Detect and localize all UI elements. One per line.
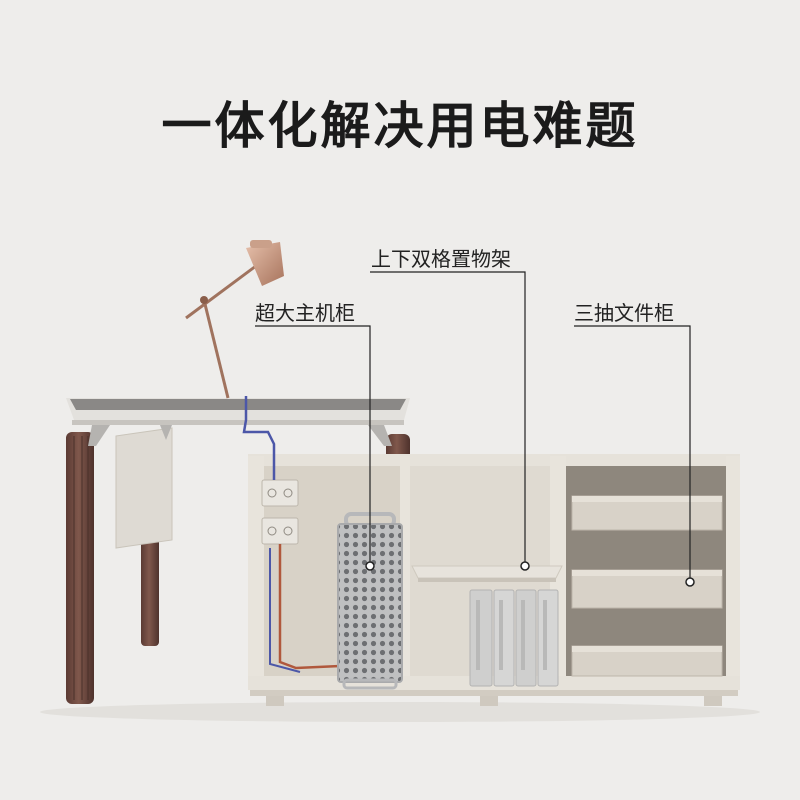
desk-top <box>66 398 410 446</box>
drawer-bottom <box>571 645 723 677</box>
headline: 一体化解决用电难题 <box>161 97 639 155</box>
power-socket-lower <box>261 517 299 545</box>
cable-blue <box>242 396 276 480</box>
power-socket-upper <box>261 479 299 507</box>
file-binders <box>469 589 559 687</box>
callout-line-host <box>255 325 371 564</box>
floor-shadow <box>40 702 760 722</box>
callout-dot-host <box>365 561 375 571</box>
modesty-panel <box>115 427 173 549</box>
callout-line-drawers <box>574 325 691 580</box>
callout-dot-shelf <box>520 561 530 571</box>
callout-lines <box>255 271 691 580</box>
power-cable <box>278 544 341 670</box>
shelf-board <box>411 565 563 582</box>
callout-host-cabinet-label: 超大主机柜 <box>255 301 355 325</box>
callout-shelf-label: 上下双格置物架 <box>371 247 511 271</box>
callout-line-shelf <box>370 271 526 564</box>
callout-drawers-label: 三抽文件柜 <box>574 301 674 325</box>
desk-leg-back <box>141 530 159 646</box>
drawer-top <box>571 495 723 531</box>
callout-dot-drawers <box>685 577 695 587</box>
cable-blue-lower <box>269 548 301 673</box>
callout-markers <box>365 561 695 587</box>
desk-leg-front <box>66 432 94 704</box>
desk-lamp <box>185 240 284 399</box>
drawer-middle <box>571 569 723 609</box>
